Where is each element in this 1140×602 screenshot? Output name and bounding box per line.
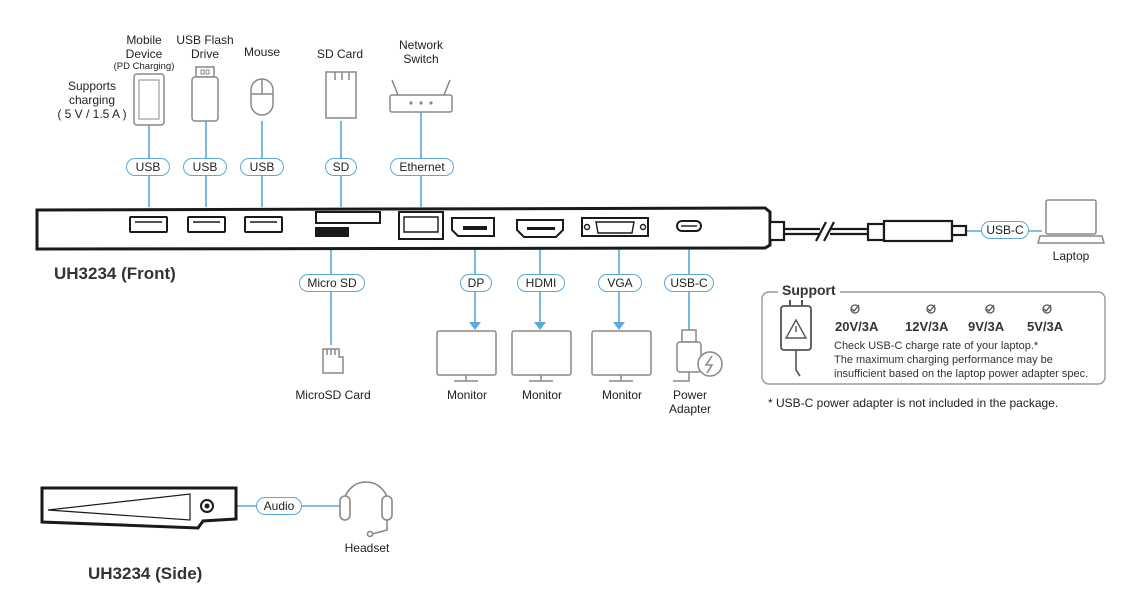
arrowheads <box>469 322 625 330</box>
hub-ports <box>129 211 702 240</box>
network-switch-label: Network Switch <box>398 38 443 66</box>
vga-port-tag: VGA <box>598 274 642 292</box>
headset-icon <box>339 481 393 538</box>
support-note-line3: insufficient based on the laptop power a… <box>834 368 1089 380</box>
usb-port-tag-3: USB <box>240 158 284 176</box>
front-title: UH3234 (Front) <box>54 264 176 283</box>
audio-port-tag: Audio <box>256 497 302 515</box>
sd-card-label: SD Card <box>316 47 363 61</box>
support-heading: Support <box>778 282 840 298</box>
voltage-12v: 12V/3A <box>905 319 949 334</box>
support-note-line1: Check USB-C charge rate of your laptop.* <box>834 340 1039 352</box>
usb-flash-drive-label: USB Flash Drive <box>176 33 234 61</box>
microsd-port-tag: Micro SD <box>299 274 365 292</box>
check-icons <box>850 304 1052 314</box>
usbc-power-port-tag: USB-C <box>664 274 714 292</box>
pd-charging-label: (PD Charging) <box>113 61 175 72</box>
side-title: UH3234 (Side) <box>88 564 203 583</box>
microsd-card-label: MicroSD Card <box>295 388 371 402</box>
host-cable <box>768 219 968 243</box>
hub-side-view <box>40 486 238 530</box>
laptop-label: Laptop <box>1052 249 1090 263</box>
voltage-20v: 20V/3A <box>835 319 879 334</box>
usb-port-tag-2: USB <box>183 158 227 176</box>
sd-port-tag: SD <box>325 158 357 176</box>
device-icons <box>133 66 1105 382</box>
headset-label: Headset <box>344 541 390 555</box>
monitor-dp-label: Monitor <box>446 388 487 402</box>
monitor-hdmi-label: Monitor <box>521 388 562 402</box>
voltage-5v: 5V/3A <box>1027 319 1064 334</box>
port-details <box>135 216 697 234</box>
voltage-9v: 9V/3A <box>968 319 1005 334</box>
mouse-label: Mouse <box>243 45 281 59</box>
footnote: * USB-C power adapter is not included in… <box>768 396 1059 410</box>
ethernet-port-tag: Ethernet <box>390 158 454 176</box>
mobile-device-label: Mobile Device <box>125 33 163 61</box>
power-adapter-label: Power Adapter <box>668 388 712 416</box>
support-note-line2: The maximum charging performance may be <box>834 354 1053 366</box>
usb-port-tag-1: USB <box>126 158 170 176</box>
support-box <box>761 291 1106 385</box>
supports-charging-label: Supports charging ( 5 V / 1.5 A ) <box>57 79 127 121</box>
hdmi-port-tag: HDMI <box>517 274 565 292</box>
monitor-vga-label: Monitor <box>601 388 642 402</box>
switch-dots <box>409 101 433 105</box>
usbc-host-port-tag: USB-C <box>981 221 1029 239</box>
dp-port-tag: DP <box>460 274 492 292</box>
port-fill <box>463 226 555 230</box>
